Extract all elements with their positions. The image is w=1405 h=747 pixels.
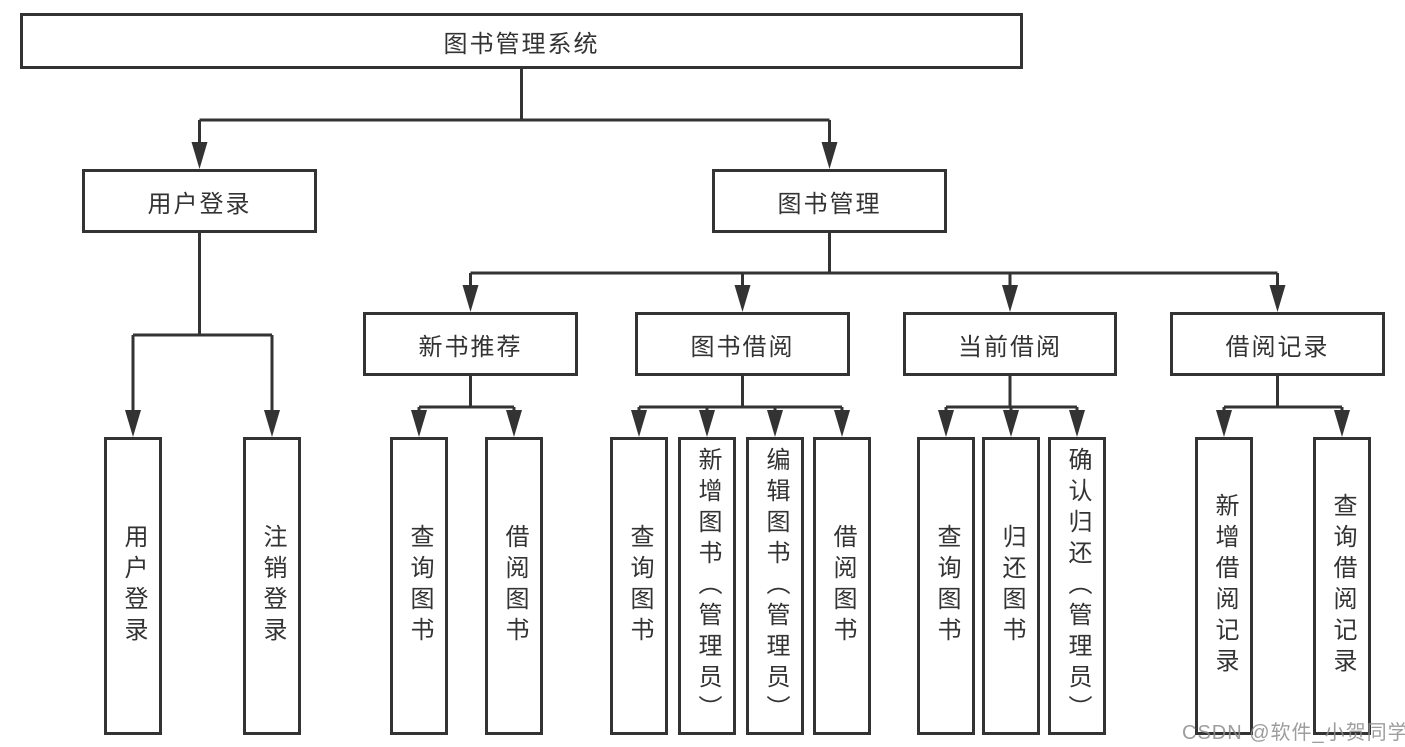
leaf-confirm-return-admin: 确认归还（管理员）: [1048, 437, 1106, 735]
node-book-borrowing: 图书借阅: [635, 312, 850, 376]
leaf-borrow-book: 借阅图书: [813, 437, 871, 735]
leaf-query-book-borrowing: 查询图书: [610, 437, 668, 735]
leaf-query-book-current: 查询图书: [917, 437, 975, 735]
node-current-borrowing: 当前借阅: [903, 312, 1117, 376]
leaf-logout: 注销登录: [243, 437, 301, 735]
watermark: CSDN @软件_小贺同学: [1182, 722, 1405, 744]
leaf-query-book-recommend: 查询图书: [390, 437, 448, 735]
leaf-return-book: 归还图书: [982, 437, 1040, 735]
leaf-borrow-book-recommend: 借阅图书: [485, 437, 543, 735]
node-root-library-system: 图书管理系统: [20, 13, 1023, 69]
arrow-down-icons: [125, 142, 1350, 437]
leaf-user-login: 用户登录: [104, 437, 162, 735]
node-user-login: 用户登录: [82, 169, 317, 233]
leaf-query-borrow-record: 查询借阅记录: [1313, 437, 1371, 735]
node-borrowing-records: 借阅记录: [1170, 312, 1385, 376]
leaf-add-borrow-record: 新增借阅记录: [1195, 437, 1253, 735]
node-book-management: 图书管理: [712, 169, 947, 233]
node-new-book-recommend: 新书推荐: [363, 312, 578, 376]
leaf-add-book-admin: 新增图书（管理员）: [678, 437, 736, 735]
leaf-edit-book-admin: 编辑图书（管理员）: [746, 437, 804, 735]
